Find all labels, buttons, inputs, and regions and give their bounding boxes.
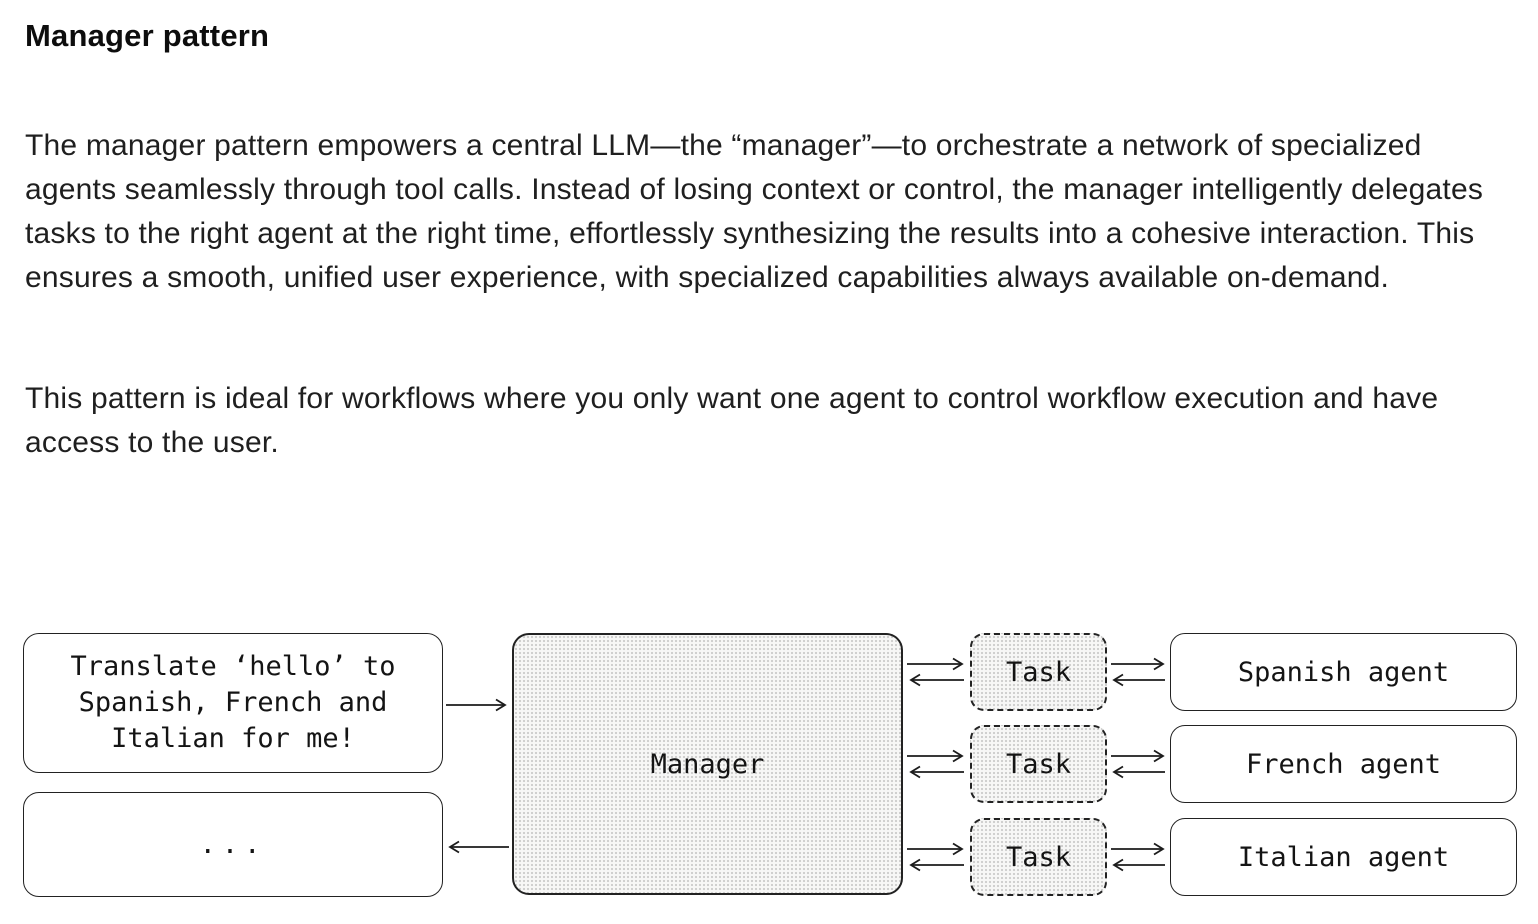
task-box-spanish: Task	[970, 633, 1107, 711]
agent-box-french: French agent	[1170, 725, 1517, 803]
manager-label: Manager	[650, 748, 765, 780]
agent-box-spanish: Spanish agent	[1170, 633, 1517, 711]
agent-box-italian: Italian agent	[1170, 818, 1517, 896]
manager-pattern-diagram: Translate ‘hello’ to Spanish, French and…	[0, 600, 1538, 924]
task-label: Task	[1005, 841, 1072, 873]
user-message-text: Translate ‘hello’ to Spanish, French and…	[70, 651, 396, 754]
user-message-box: Translate ‘hello’ to Spanish, French and…	[23, 633, 443, 773]
intro-paragraph: The manager pattern empowers a central L…	[25, 129, 1484, 294]
manager-box: Manager	[512, 633, 903, 895]
page-title: Manager pattern	[25, 18, 270, 53]
task-label: Task	[1005, 748, 1072, 780]
agent-label: Spanish agent	[1237, 656, 1450, 688]
task-box-italian: Task	[970, 818, 1107, 896]
task-box-french: Task	[970, 725, 1107, 803]
agent-label: Italian agent	[1237, 841, 1450, 873]
agent-label: French agent	[1245, 748, 1442, 780]
use-case-paragraph: This pattern is ideal for workflows wher…	[25, 382, 1439, 459]
ellipsis-text: ...	[199, 829, 267, 860]
response-placeholder-box: ...	[23, 792, 443, 897]
task-label: Task	[1005, 656, 1072, 688]
